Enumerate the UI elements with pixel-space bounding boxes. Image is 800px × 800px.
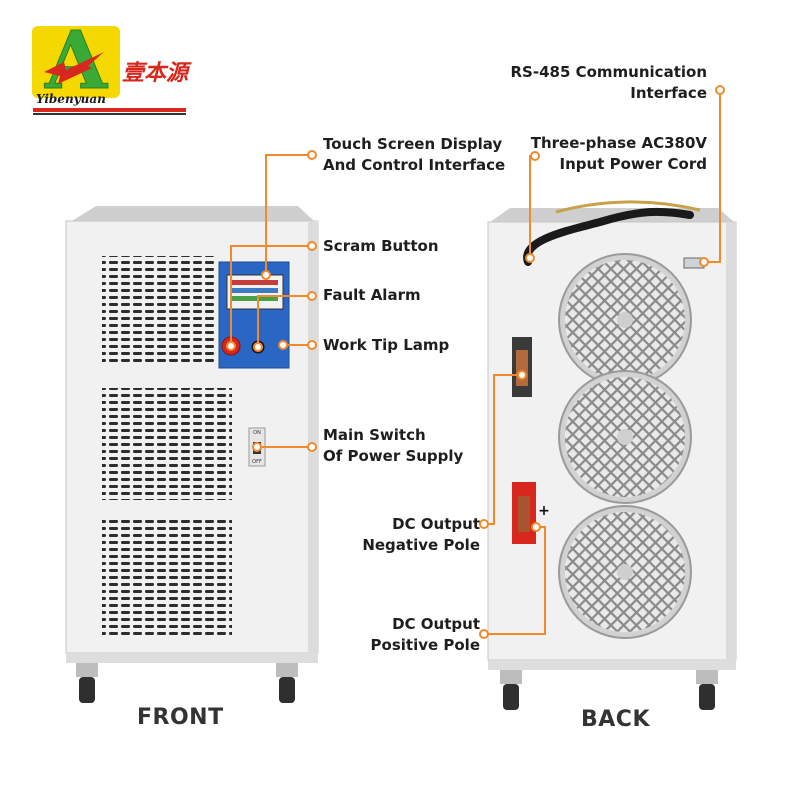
- dot-dc-positive: [531, 522, 541, 532]
- front-cabinet: ON OFF: [65, 206, 319, 703]
- label-touch-screen-line2: And Control Interface: [323, 156, 506, 174]
- front-right-caster: [276, 663, 298, 703]
- label-fault-alarm: Fault Alarm: [323, 286, 421, 304]
- front-cabinet-top: [72, 206, 314, 221]
- dot-main-switch-end: [307, 442, 317, 452]
- logo-underline-red: [33, 108, 186, 112]
- dot-dc-negative: [517, 370, 527, 380]
- dot-touch-screen-end: [307, 150, 317, 160]
- brand-logo: A Yibenyuan 壹本源: [32, 13, 192, 115]
- front-cabinet-shadow-edge: [308, 221, 318, 653]
- front-vent-bottom: [102, 520, 232, 636]
- leader-touch-screen: [265, 154, 310, 275]
- logo-yellow-block: [32, 26, 120, 98]
- label-main-switch: Main Switch Of Power Supply: [323, 426, 464, 465]
- label-work-tip-lamp: Work Tip Lamp: [323, 336, 450, 354]
- callout-dots: [226, 85, 725, 639]
- ac-input-power-cord: [523, 207, 694, 266]
- fan-top: [558, 253, 692, 387]
- dot-fault: [253, 342, 263, 352]
- back-left-caster: [500, 670, 522, 710]
- caption-back: BACK: [581, 707, 650, 732]
- label-ac-input: Three-phase AC380V Input Power Cord: [530, 134, 707, 173]
- dc-positive-symbol: +: [538, 503, 550, 519]
- fan-bottom: [558, 505, 692, 639]
- label-scram-button: Scram Button: [323, 237, 439, 255]
- dot-rs485-end: [699, 257, 709, 267]
- dot-dc-positive-end: [479, 629, 489, 639]
- logo-lightning-icon: [44, 52, 104, 84]
- dot-work-tip: [278, 340, 288, 350]
- screen-band-2: [230, 288, 278, 293]
- back-right-caster: [696, 670, 718, 710]
- dot-ac-input-end: [525, 253, 535, 263]
- logo-latin-name: Yibenyuan: [36, 92, 106, 106]
- leader-rs485: [704, 90, 721, 263]
- ac-cord-yellow-wire: [555, 200, 701, 214]
- label-touch-screen-line1: Touch Screen Display: [323, 135, 503, 153]
- front-cabinet-base: [66, 653, 318, 663]
- front-vent-middle: [102, 388, 232, 500]
- label-dc-negative: DC Output Negative Pole: [362, 515, 480, 554]
- dc-negative-copper: [516, 350, 528, 386]
- logo-letter: A: [44, 13, 108, 107]
- leader-fault: [257, 295, 310, 347]
- leader-scram: [230, 245, 310, 346]
- logo-underline-dark: [33, 113, 186, 115]
- label-rs485: RS-485 Communication Interface: [510, 63, 708, 102]
- dc-positive-copper: [518, 496, 530, 532]
- label-touch-screen: Touch Screen Display And Control Interfa…: [323, 134, 505, 176]
- leader-dc-negative: [486, 374, 522, 525]
- dot-work-tip-end: [307, 340, 317, 350]
- logo-chinese-name: 壹本源: [122, 61, 192, 86]
- label-dc-positive: DC Output Positive Pole: [370, 615, 480, 654]
- screen-band-3: [230, 296, 278, 301]
- back-cabinet-shadow-edge: [726, 222, 736, 660]
- dot-dc-negative-end: [479, 519, 489, 529]
- back-cabinet-base: [488, 660, 736, 670]
- main-switch-on-label: ON: [253, 430, 261, 436]
- fan-middle: [558, 370, 692, 504]
- main-switch-off-label: OFF: [252, 459, 262, 465]
- dot-main-switch: [252, 442, 262, 452]
- caption-front: FRONT: [137, 705, 224, 730]
- screen-band-1: [230, 280, 278, 285]
- dot-scram-end: [307, 241, 317, 251]
- front-vent-top: [102, 256, 216, 364]
- dot-touch-screen: [261, 270, 271, 280]
- dot-fault-end: [307, 291, 317, 301]
- dot-ac-input: [530, 151, 540, 161]
- dot-rs485: [715, 85, 725, 95]
- back-cabinet: +: [487, 200, 737, 710]
- front-left-caster: [76, 663, 98, 703]
- dot-scram: [226, 341, 236, 351]
